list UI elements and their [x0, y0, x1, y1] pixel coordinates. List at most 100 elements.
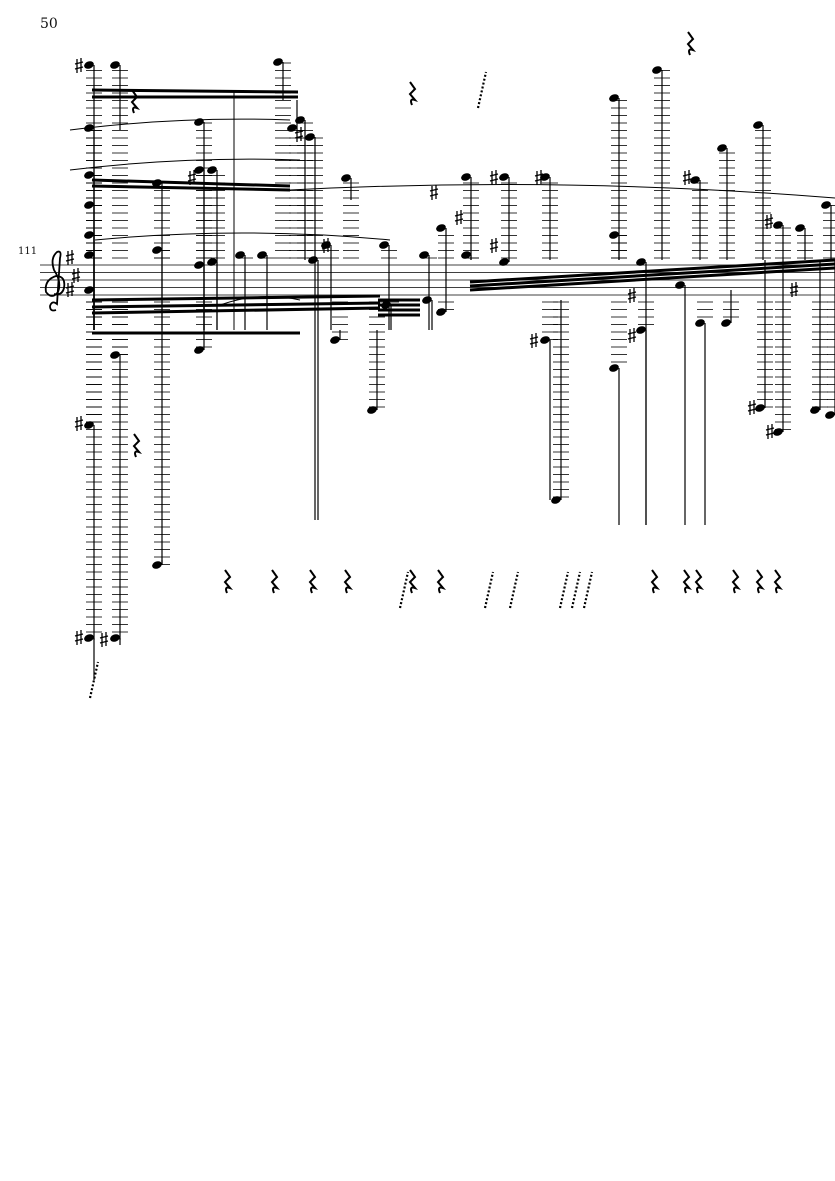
sharp-icon [764, 214, 774, 229]
sharp-icon [74, 58, 84, 73]
tie-slur [69, 158, 301, 171]
quarter-rest-icon [408, 569, 419, 594]
quarter-rest-icon [682, 569, 693, 594]
notehead [609, 94, 619, 102]
page-number: 50 [40, 16, 58, 32]
tie-slur [289, 184, 835, 199]
notehead [461, 251, 471, 259]
notehead [609, 364, 619, 372]
beam [91, 88, 299, 94]
sharp-icon [682, 170, 692, 185]
notehead [690, 176, 700, 184]
beam [469, 262, 835, 288]
beam [91, 306, 381, 315]
grace-notes [582, 571, 594, 609]
notehead [235, 251, 245, 259]
sharp-icon [65, 250, 75, 265]
notehead [379, 241, 389, 249]
quarter-rest-icon [686, 31, 697, 56]
notehead [273, 58, 283, 66]
sharp-icon [74, 416, 84, 431]
notehead [825, 411, 835, 419]
beam [469, 266, 835, 292]
quarter-rest-icon [223, 569, 234, 594]
notehead [341, 174, 351, 182]
sharp-icon [187, 170, 197, 185]
quarter-rest-icon [132, 433, 143, 458]
notehead [84, 231, 94, 239]
notehead [110, 634, 120, 642]
notehead [207, 258, 217, 266]
notehead [367, 406, 377, 414]
sharp-icon [65, 282, 75, 297]
notehead [675, 281, 685, 289]
grace-notes [508, 571, 520, 609]
notehead [295, 116, 305, 124]
notehead [287, 124, 297, 132]
sharp-icon [489, 170, 499, 185]
notehead [755, 404, 765, 412]
grace-notes [558, 571, 570, 609]
notehead [499, 258, 509, 266]
grace-notes [476, 71, 488, 109]
notehead [84, 634, 94, 642]
beam [91, 184, 291, 192]
tie-slur [94, 232, 391, 241]
notehead [84, 286, 94, 294]
notehead [84, 251, 94, 259]
sharp-icon [529, 333, 539, 348]
sharp-icon [789, 282, 799, 297]
notehead [419, 251, 429, 259]
sharp-icon [294, 127, 304, 142]
notehead [330, 336, 340, 344]
notehead [308, 256, 318, 264]
notehead [152, 246, 162, 254]
notehead [636, 326, 646, 334]
beam [91, 294, 381, 302]
notehead [773, 428, 783, 436]
notehead [110, 61, 120, 69]
quarter-rest-icon [270, 569, 281, 594]
beam [91, 178, 291, 188]
notehead [84, 171, 94, 179]
sharp-icon [627, 328, 637, 343]
measure-number: 111 [18, 246, 38, 257]
notehead [84, 421, 94, 429]
notehead [152, 561, 162, 569]
quarter-rest-icon [130, 89, 141, 114]
quarter-rest-icon [308, 569, 319, 594]
sharp-icon [71, 268, 81, 283]
sharp-icon [321, 238, 331, 253]
quarter-rest-icon [773, 569, 784, 594]
notehead [551, 496, 561, 504]
beam [469, 258, 835, 284]
grace-notes [398, 571, 410, 609]
quarter-rest-icon [343, 569, 354, 594]
sharp-icon [429, 185, 439, 200]
sharp-icon [454, 210, 464, 225]
notehead [753, 121, 763, 129]
sharp-icon [765, 424, 775, 439]
notehead [194, 346, 204, 354]
sharp-icon [747, 400, 757, 415]
beam [91, 301, 381, 309]
notehead [652, 66, 662, 74]
notehead [717, 144, 727, 152]
notehead [84, 201, 94, 209]
tie-slur [69, 118, 291, 131]
sharp-icon [489, 238, 499, 253]
quarter-rest-icon [408, 81, 419, 106]
sharp-icon [74, 630, 84, 645]
notehead [436, 308, 446, 316]
notehead [636, 258, 646, 266]
notehead [609, 231, 619, 239]
quarter-rest-icon [694, 569, 705, 594]
notehead [422, 296, 432, 304]
notehead [721, 319, 731, 327]
notehead [461, 173, 471, 181]
notehead [207, 166, 217, 174]
tie-slur [219, 295, 301, 306]
quarter-rest-icon [731, 569, 742, 594]
notehead [540, 336, 550, 344]
